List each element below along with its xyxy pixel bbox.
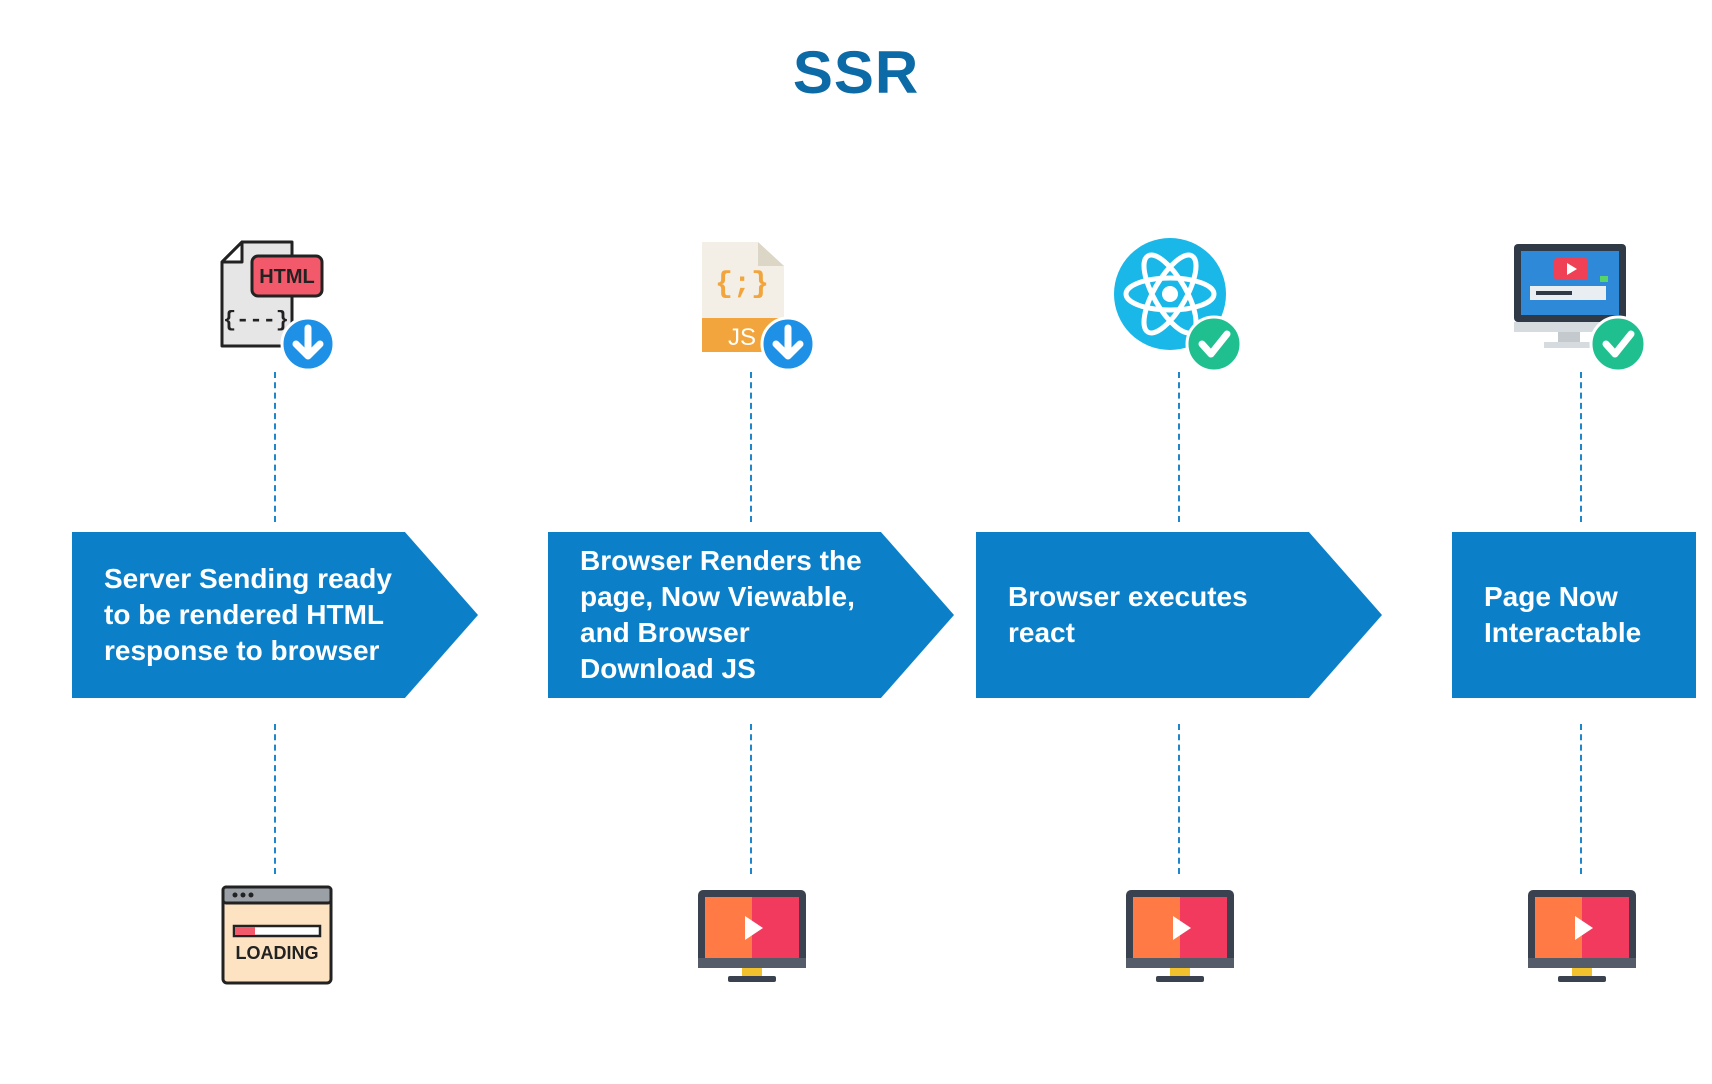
step-3-arrow: Browser executes react <box>976 532 1382 698</box>
connector-line-2-bottom <box>750 724 752 874</box>
connector-line-1-top <box>274 372 276 522</box>
connector-line-1-bottom <box>274 724 276 874</box>
svg-text:{;}: {;} <box>715 268 769 302</box>
step-2-arrow: Browser Renders the page, Now Viewable, … <box>548 532 954 698</box>
loading-browser-icon: LOADING <box>221 885 333 985</box>
react-check-icon <box>1114 238 1243 372</box>
monitor-play-icon <box>698 890 806 982</box>
page-title: SSR <box>792 39 920 106</box>
connector-line-2-top <box>750 372 752 522</box>
monitor-play-icon <box>1528 890 1636 982</box>
svg-text:LOADING: LOADING <box>236 943 319 963</box>
step-2-text: Browser Renders the page, Now Viewable, … <box>580 545 862 684</box>
connector-line-4-bottom <box>1580 724 1582 874</box>
connector-line-4-top <box>1580 372 1582 522</box>
step-4-text: Page Now Interactable <box>1484 581 1642 648</box>
html-file-download-icon: HTML {---} <box>220 240 336 372</box>
step-1-arrow: Server Sending ready to be rendered HTML… <box>72 532 478 698</box>
svg-text:JS: JS <box>728 324 756 351</box>
step-3-text: Browser executes react <box>1008 581 1248 648</box>
step-1-text: Server Sending ready to be rendered HTML… <box>104 563 392 666</box>
monitor-play-icon <box>1126 890 1234 982</box>
js-file-download-icon: {;} JS <box>702 242 816 372</box>
connector-line-3-bottom <box>1178 724 1180 874</box>
connector-line-3-top <box>1178 372 1180 522</box>
svg-text:HTML: HTML <box>259 266 315 288</box>
monitor-check-icon <box>1514 244 1647 372</box>
step-4-box: Page Now Interactable <box>1452 532 1696 698</box>
svg-text:{---}: {---} <box>223 308 289 333</box>
